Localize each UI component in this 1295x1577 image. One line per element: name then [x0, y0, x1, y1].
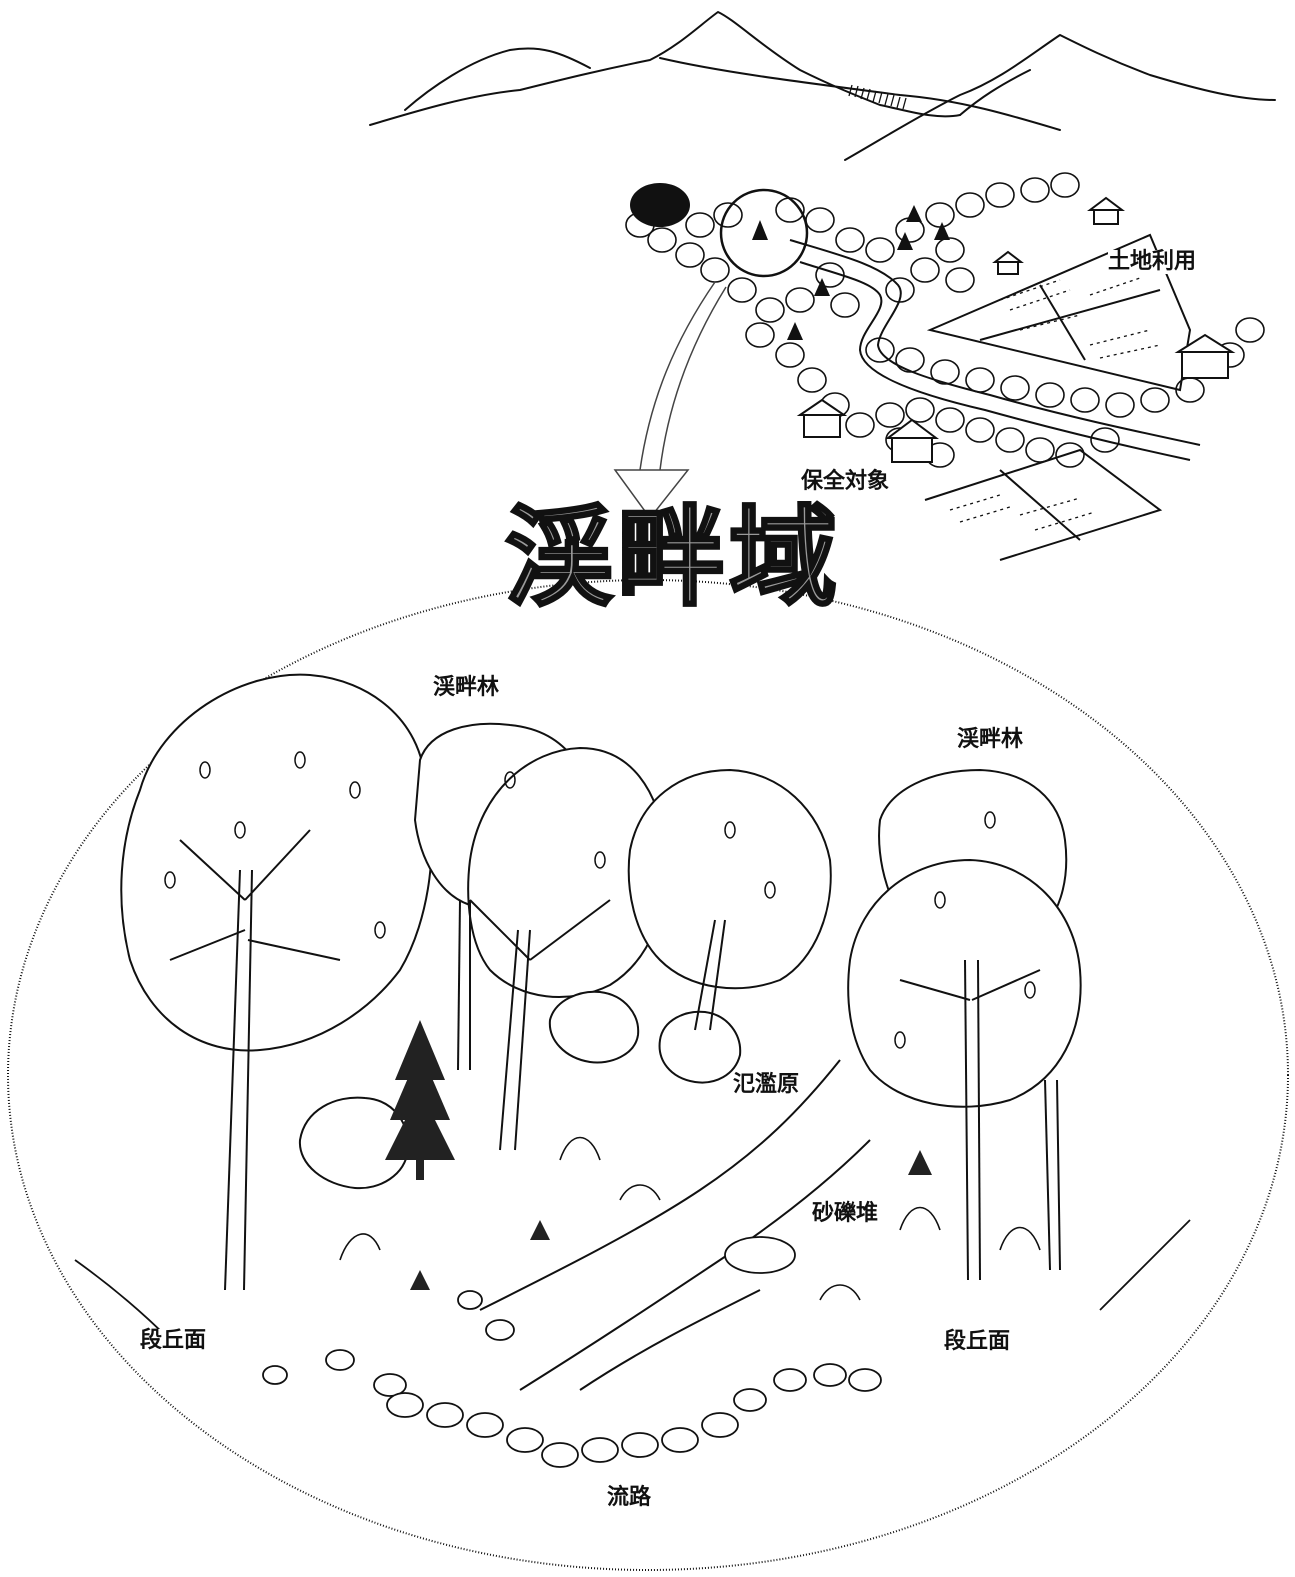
houses — [796, 196, 1236, 463]
house-icon — [885, 418, 939, 463]
house-icon — [1087, 196, 1125, 225]
farm-fields — [924, 233, 1192, 561]
ridge-hatching — [848, 84, 907, 110]
floodplain-label: 氾濫原 — [733, 1072, 800, 1098]
house-icon — [796, 398, 848, 438]
tree-canopies — [120, 673, 1082, 1190]
focus-circle — [719, 188, 809, 278]
stream-channel — [479, 1059, 871, 1391]
field-dashes — [949, 277, 1161, 531]
leaf-marks — [164, 751, 1036, 1049]
house-icon — [1174, 333, 1236, 379]
terrace-lines — [74, 1219, 1191, 1341]
riparian-forest-label-left: 渓畔林 — [433, 675, 500, 701]
land-use-label: 土地利用 — [1108, 249, 1197, 275]
hillside-forest — [625, 172, 1265, 468]
mountain-ridges — [369, 11, 1276, 161]
terrace-label-right: 段丘面 — [944, 1329, 1011, 1355]
riparian-zone-outline — [7, 579, 1289, 1571]
terrace-label-left: 段丘面 — [140, 1328, 207, 1354]
channel-label: 流路 — [607, 1485, 652, 1511]
house-icon — [992, 250, 1024, 275]
riparian-zone-title: 渓畔域 — [503, 496, 842, 621]
zoom-arrow — [613, 281, 727, 520]
dark-conifers — [630, 183, 950, 340]
valley-river — [789, 239, 1201, 461]
undergrowth — [339, 1136, 1041, 1301]
streambed-stones — [262, 1236, 882, 1468]
tree-trunks — [169, 829, 1061, 1291]
conifer — [385, 1020, 932, 1290]
gravel-bar-label: 砂礫堆 — [812, 1201, 879, 1227]
protected-objects-label: 保全対象 — [801, 469, 890, 495]
riparian-forest-label-right: 渓畔林 — [957, 727, 1024, 753]
